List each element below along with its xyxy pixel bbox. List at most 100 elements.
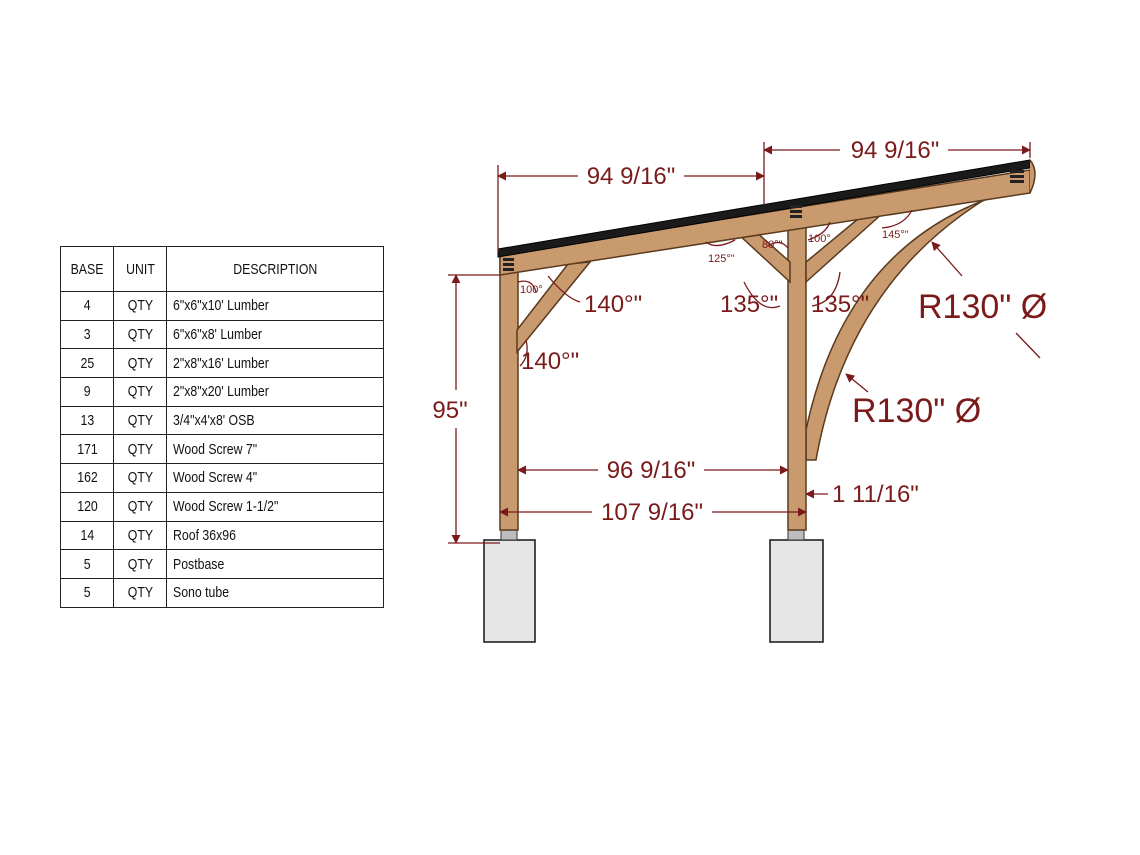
cell-base: 171 (59, 434, 115, 465)
cell-base: 5 (59, 577, 115, 608)
middle-post (787, 201, 807, 531)
cell-unit-text: QTY (127, 297, 153, 315)
cell-unit-text: QTY (127, 526, 153, 544)
angle-left-small: 100° (520, 284, 543, 296)
table-row: 162 QTY Wood Screw 4" (59, 463, 385, 493)
screw-marks (503, 170, 1024, 271)
cell-description-text: 3/4"x4'x8' OSB (173, 412, 255, 430)
middle-sono-tube (769, 539, 824, 643)
cell-description: 3/4"x4'x8' OSB (166, 405, 385, 436)
cell-base-text: 25 (80, 354, 94, 372)
cell-base-text: 14 (80, 526, 94, 544)
cell-description: Postbase (166, 549, 385, 579)
header-description: DESCRIPTION (166, 246, 385, 292)
angle-right-small: 100° (808, 233, 831, 245)
cell-description-text: Sono tube (173, 584, 230, 602)
angle-middle-left: 135°" (720, 291, 778, 318)
cell-unit: QTY (113, 463, 168, 493)
cell-unit-text: QTY (127, 412, 153, 430)
cell-description-text: Postbase (173, 555, 225, 573)
cell-description-text: 2"x8"x16' Lumber (173, 354, 269, 372)
cell-base-text: 162 (76, 469, 98, 487)
cell-description-text: Wood Screw 4" (173, 469, 258, 487)
header-base: BASE (59, 246, 115, 292)
cell-unit-text: QTY (127, 440, 153, 458)
angle-left-brace-top: 140°" (584, 291, 642, 318)
cell-unit-text: QTY (127, 383, 153, 401)
table-header-row: BASE UNIT DESCRIPTION (59, 246, 385, 292)
angle-middle-small-top: 80°" (762, 239, 783, 251)
cell-base: 120 (59, 491, 115, 522)
cell-base-text: 5 (83, 555, 91, 573)
dim-top-right-span: 94 9/16" (851, 137, 940, 164)
left-post (499, 257, 519, 531)
cell-description: Sono tube (166, 577, 385, 608)
cell-unit: QTY (113, 520, 168, 551)
cell-unit: QTY (113, 348, 168, 379)
cell-base: 3 (59, 319, 115, 350)
cell-base-text: 3 (83, 326, 91, 344)
angle-middle-small-left: 125°" (708, 253, 735, 265)
table-row: 13 QTY 3/4"x4'x8' OSB (59, 405, 385, 436)
cell-unit-text: QTY (127, 555, 153, 573)
cell-description: Wood Screw 7" (166, 434, 385, 465)
cell-unit-text: QTY (127, 326, 153, 344)
table-row: 4 QTY 6"x6"x10' Lumber (59, 291, 385, 321)
dim-inner-span: 96 9/16" (607, 457, 696, 484)
cell-description: Wood Screw 1-1/2" (166, 491, 385, 522)
cell-base-text: 171 (76, 440, 98, 458)
cell-description: 2"x8"x20' Lumber (166, 377, 385, 407)
left-sono-tube (483, 539, 536, 643)
header-base-text: BASE (70, 260, 104, 278)
left-brace (516, 261, 592, 355)
cell-base: 5 (59, 549, 115, 579)
angle-middle-right: 135°" (811, 291, 869, 318)
cell-unit: QTY (113, 319, 168, 350)
dim-post-height: 95" (432, 397, 467, 424)
cell-unit: QTY (113, 405, 168, 436)
table-row: 120 QTY Wood Screw 1-1/2" (59, 491, 385, 522)
cell-base-text: 120 (76, 498, 98, 516)
dim-offset: 1 11/16" (832, 481, 919, 508)
table-row: 3 QTY 6"x6"x8' Lumber (59, 319, 385, 350)
cell-base-text: 13 (80, 412, 94, 430)
cell-description-text: Wood Screw 7" (173, 440, 258, 458)
cell-base: 14 (59, 520, 115, 551)
angle-left-brace-bottom: 140°" (521, 348, 579, 375)
cell-unit-text: QTY (127, 498, 153, 516)
middle-postbase (787, 529, 805, 541)
cell-unit-text: QTY (127, 469, 153, 487)
cell-unit: QTY (113, 291, 168, 321)
header-unit-text: UNIT (125, 260, 155, 278)
header-description-text: DESCRIPTION (232, 260, 318, 278)
cell-description-text: Roof 36x96 (173, 526, 236, 544)
header-unit: UNIT (113, 246, 168, 292)
cell-description: 6"x6"x8' Lumber (166, 319, 385, 350)
table-row: 5 QTY Postbase (59, 549, 385, 579)
cell-description-text: Wood Screw 1-1/2" (173, 498, 279, 516)
cell-unit: QTY (113, 549, 168, 579)
curved-brace (805, 174, 1031, 461)
cell-description: 6"x6"x10' Lumber (166, 291, 385, 321)
cell-unit-text: QTY (127, 354, 153, 372)
cell-unit: QTY (113, 491, 168, 522)
cell-description-text: 6"x6"x10' Lumber (173, 297, 269, 315)
left-postbase (500, 529, 518, 541)
cell-base: 13 (59, 405, 115, 436)
cell-description-text: 6"x6"x8' Lumber (173, 326, 263, 344)
table-row: 14 QTY Roof 36x96 (59, 520, 385, 551)
cell-description: Roof 36x96 (166, 520, 385, 551)
cell-base: 4 (59, 291, 115, 321)
angle-right-curve: 145°" (882, 229, 909, 241)
cell-base-text: 4 (83, 297, 91, 315)
table-row: 171 QTY Wood Screw 7" (59, 434, 385, 465)
dim-top-left-span: 94 9/16" (587, 163, 676, 190)
rafter-end-cap (1029, 159, 1036, 194)
dim-outer-span: 107 9/16" (601, 499, 703, 526)
